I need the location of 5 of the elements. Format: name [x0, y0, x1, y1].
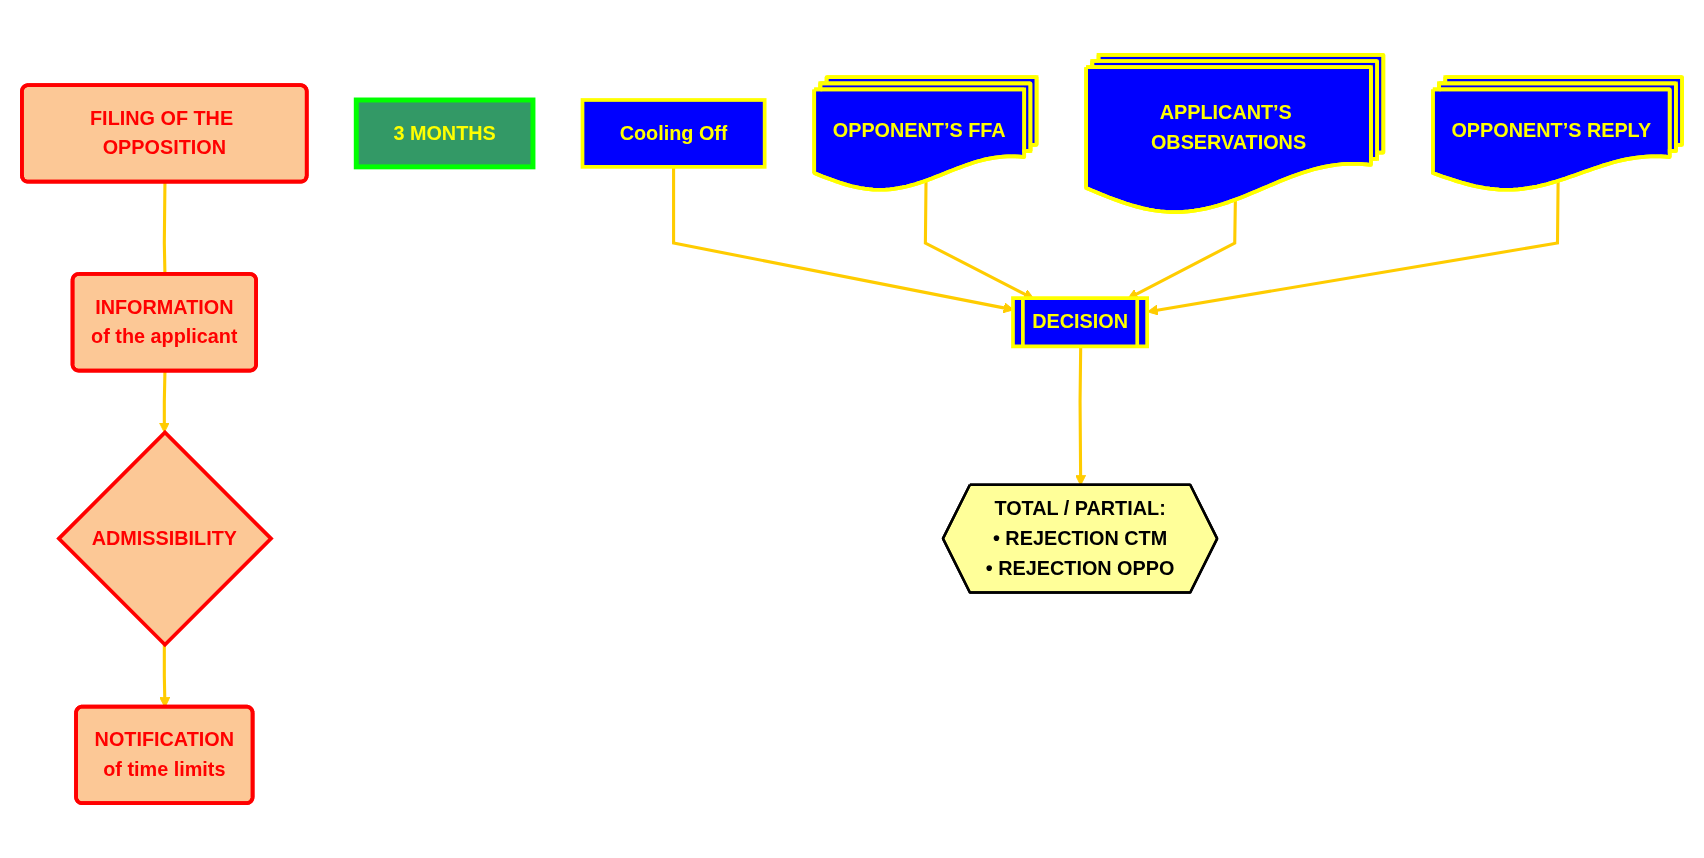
arrow: [158, 371, 170, 433]
node-box: 3 MONTHS: [353, 97, 536, 170]
node-diamond: ADMISSIBILITY: [56, 429, 274, 648]
arrow: [1147, 181, 1560, 316]
node-box: Cooling Off: [580, 98, 767, 169]
